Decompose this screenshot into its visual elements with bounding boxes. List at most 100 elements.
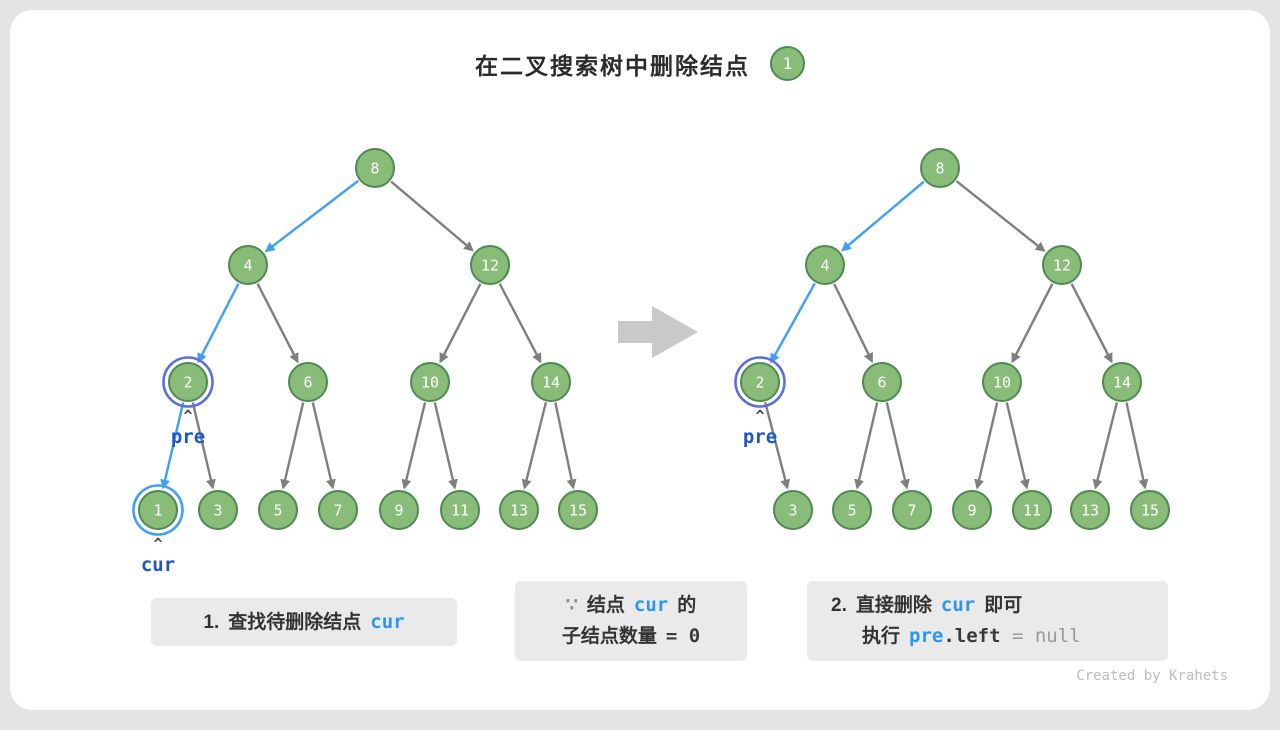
node-circle: [410, 362, 450, 402]
tree-edge-8-4: [264, 179, 360, 253]
node-value: 15: [569, 502, 587, 520]
tree-node-5: 5: [832, 490, 872, 530]
tree-edge-14-13: [521, 402, 548, 490]
tree-node-9: 9: [952, 490, 992, 530]
tree-node-1: 1: [138, 490, 178, 530]
tree-node-6: 6: [288, 362, 328, 402]
step2-code-cur: cur: [940, 594, 976, 616]
caption-reason: ∵ 结点 cur 的 子结点数量 = 0: [515, 581, 747, 661]
node-value: 8: [370, 160, 379, 178]
tree-node-13: 13: [499, 490, 539, 530]
node-circle: [558, 490, 598, 530]
tree-edge-12-14: [1070, 283, 1113, 364]
node-value: 4: [820, 257, 829, 275]
tree-node-3: 3: [198, 490, 238, 530]
tree-node-15: 15: [1130, 490, 1170, 530]
tree-edge-4-2: [197, 283, 240, 364]
tree-node-14: 14: [1102, 362, 1142, 402]
node-circle: [920, 148, 960, 188]
node-value: 13: [510, 502, 528, 520]
node-value: 7: [333, 502, 342, 520]
tree-node-8: 8: [920, 148, 960, 188]
reason-code-zero: = 0: [665, 625, 701, 647]
tree-node-4: 4: [805, 245, 845, 285]
tree-edge-10-11: [1005, 402, 1030, 490]
node-value: 14: [1113, 374, 1131, 392]
tree-node-15: 15: [558, 490, 598, 530]
node-circle: [355, 148, 395, 188]
step1-number: 1.: [203, 611, 220, 633]
node-circle: [892, 490, 932, 530]
tree-node-9: 9: [379, 490, 419, 530]
title-row: 在二叉搜索树中删除结点 1: [10, 46, 1270, 81]
tree-edge-14-15: [1125, 402, 1149, 490]
node-circle: [531, 362, 571, 402]
node-circle: [805, 245, 845, 285]
node-circle: [288, 362, 328, 402]
node-value: 6: [303, 374, 312, 392]
tree-node-12: 12: [470, 245, 510, 285]
node-value: 15: [1141, 502, 1159, 520]
tree-node-10: 10: [410, 362, 450, 402]
step2-text-3: 执行: [862, 626, 901, 647]
footer-credit: Created by Krahets: [1076, 668, 1228, 684]
node-circle: [773, 490, 813, 530]
tree-edge-8-4: [841, 180, 925, 252]
tree-node-11: 11: [1012, 490, 1052, 530]
tree-edge-8-12: [955, 180, 1046, 252]
tree-node-13: 13: [1070, 490, 1110, 530]
node-value: 10: [993, 374, 1011, 392]
pointer-caret-icon: ^: [183, 407, 192, 425]
step-badge: 1: [770, 46, 805, 81]
tree-edge-6-7: [885, 402, 910, 490]
node-circle: [1012, 490, 1052, 530]
tree-edge-10-11: [433, 402, 458, 490]
step1-text: 查找待删除结点: [228, 611, 362, 633]
pointer-label-cur: cur: [141, 554, 175, 576]
tree-edge-6-5: [854, 402, 879, 490]
node-circle: [470, 245, 510, 285]
node-value: 7: [907, 502, 916, 520]
pointer-label-pre: pre: [171, 426, 205, 448]
node-value: 2: [183, 374, 192, 392]
node-value: 1: [153, 502, 162, 520]
step2-text-1: 直接删除: [855, 595, 932, 616]
highlight-ring-2: [734, 356, 786, 408]
step2-number: 2.: [831, 595, 847, 616]
tree-node-3: 3: [773, 490, 813, 530]
tree-edge-8-12: [390, 180, 474, 252]
pointer-caret-icon: ^: [153, 535, 162, 553]
tree-edge-10-9: [401, 402, 427, 490]
reason-code-cur: cur: [633, 594, 669, 616]
node-value: 2: [755, 374, 764, 392]
node-circle: [440, 490, 480, 530]
tree-node-12: 12: [1042, 245, 1082, 285]
node-circle: [228, 245, 268, 285]
node-circle: [952, 490, 992, 530]
tree-node-7: 7: [892, 490, 932, 530]
tree-node-5: 5: [258, 490, 298, 530]
node-circle: [1102, 362, 1142, 402]
node-circle: [1042, 245, 1082, 285]
node-value: 9: [394, 502, 403, 520]
tree-edge-10-9: [974, 402, 999, 490]
node-value: 11: [1023, 502, 1041, 520]
node-circle: [499, 490, 539, 530]
node-circle: [1130, 490, 1170, 530]
node-circle: [1070, 490, 1110, 530]
tree-edge-6-5: [280, 402, 305, 490]
node-value: 8: [935, 160, 944, 178]
node-circle: [258, 490, 298, 530]
node-circle: [862, 362, 902, 402]
step2-text-2: 即可: [984, 595, 1023, 616]
because-symbol: ∵: [565, 595, 578, 616]
node-value: 5: [847, 502, 856, 520]
node-value: 9: [967, 502, 976, 520]
transition-arrow-icon: [618, 306, 698, 358]
node-value: 6: [877, 374, 886, 392]
node-circle: [168, 362, 208, 402]
node-circle: [982, 362, 1022, 402]
step2-code-null: = null: [1000, 625, 1081, 647]
